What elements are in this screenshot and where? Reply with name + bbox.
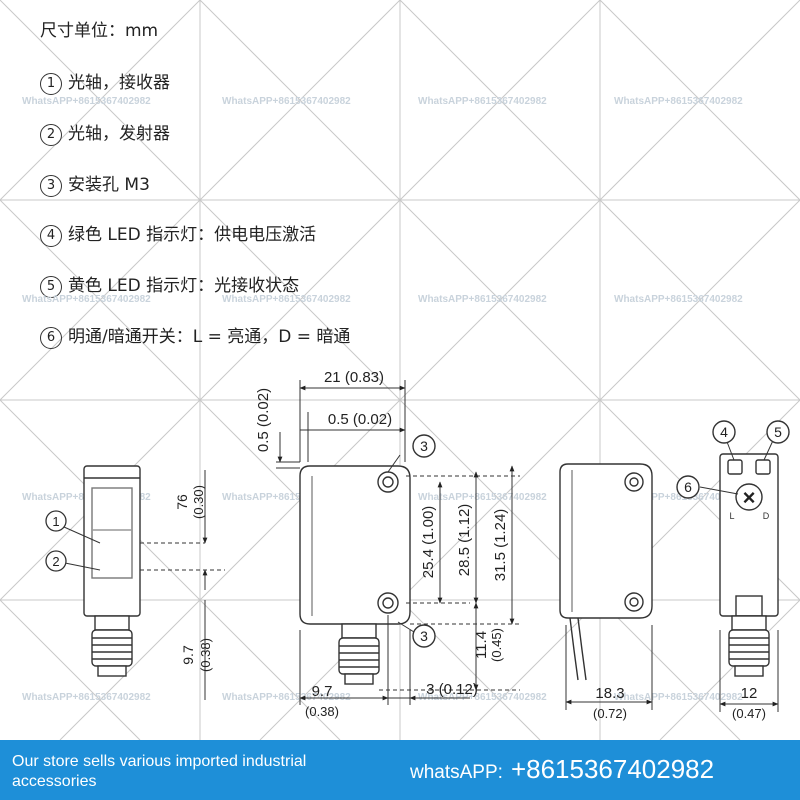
label-6: 6 xyxy=(676,475,700,499)
label-3-bottom: 3 xyxy=(412,624,436,648)
legend-item-5: 5 黄色 LED 指示灯：光接收状态 xyxy=(40,271,299,298)
legend-number: 1 xyxy=(40,73,62,95)
label-4: 4 xyxy=(712,420,736,444)
label-2: 2 xyxy=(45,550,67,572)
side-view-dimensions xyxy=(276,380,520,705)
switch-l-label: L xyxy=(729,511,734,521)
legend-text: 安装孔 M3 xyxy=(68,175,150,195)
legend-text: 黄色 LED 指示灯：光接收状态 xyxy=(68,276,300,296)
legend-item-6: 6 明通/暗通开关：L = 亮通，D = 暗通 xyxy=(40,322,350,349)
svg-text:6: 6 xyxy=(684,479,692,495)
dim-depth-in: (0.72) xyxy=(593,706,627,721)
dim-bottom-mid: 3 (0.12) xyxy=(426,681,478,698)
dim-total-height: 31.5 (1.24) xyxy=(492,509,509,582)
dim-width-end-in: (0.47) xyxy=(732,706,766,721)
watermark: WhatsAPP+8615367402982 xyxy=(418,692,547,703)
dim-bottom-left: 9.7 xyxy=(312,683,333,700)
dim-connector-len-in: (0.45) xyxy=(489,628,504,662)
label-3-top: 3 xyxy=(412,434,436,458)
contact-number: +8615367402982 xyxy=(510,754,715,784)
watermark: WhatsAPP+8615367402982 xyxy=(22,96,151,107)
legend-item-3: 3 安装孔 M3 xyxy=(40,170,150,197)
watermark: WhatsAPP+8615367402982 xyxy=(614,96,743,107)
svg-text:1: 1 xyxy=(52,514,59,529)
dim-lens-top: 76 xyxy=(174,494,190,510)
contact-label: whatsAPP: xyxy=(410,762,503,783)
dim-offset-side: 0.5 (0.02) xyxy=(255,388,272,452)
dim-lens-bottom: 9.7 xyxy=(180,645,196,665)
watermark: WhatsAPP+8615367402982 xyxy=(418,294,547,305)
watermark: WhatsAPP+8615367402982 xyxy=(614,294,743,305)
svg-text:2: 2 xyxy=(52,554,59,569)
legend-text: 光轴，接收器 xyxy=(68,73,170,93)
dim-hole-spacing: 25.4 (1.00) xyxy=(420,506,437,579)
watermark: WhatsAPP+8615367402982 xyxy=(614,692,743,703)
label-5: 5 xyxy=(766,420,790,444)
svg-text:3: 3 xyxy=(420,438,428,454)
watermark: WhatsAPP+8615367402982 xyxy=(418,96,547,107)
watermark: WhatsAPP+8615367402982 xyxy=(222,692,351,703)
label-1: 1 xyxy=(45,510,67,532)
watermark: WhatsAPP+8615367402982 xyxy=(222,294,351,305)
dim-width-top: 21 (0.83) xyxy=(324,369,384,386)
switch-d-label: D xyxy=(763,511,770,521)
svg-text:3: 3 xyxy=(420,628,428,644)
legend-number: 4 xyxy=(40,225,62,247)
legend-text: 绿色 LED 指示灯：供电电压激活 xyxy=(68,225,317,245)
dim-inner-height: 28.5 (1.12) xyxy=(456,504,473,577)
unit-label: 尺寸单位：mm xyxy=(40,21,159,41)
switch-x-icon: × xyxy=(743,485,756,510)
legend-number: 3 xyxy=(40,175,62,197)
sensor-drawing: 1 2 76 (0.30) 9.7 (0.38) xyxy=(45,369,790,721)
dim-depth: 18.3 xyxy=(595,685,624,702)
svg-text:5: 5 xyxy=(774,424,782,440)
legend-number: 5 xyxy=(40,276,62,298)
legend-number: 2 xyxy=(40,124,62,146)
rear-view xyxy=(559,463,653,681)
store-banner: Our store sells various imported industr… xyxy=(0,740,800,800)
rear-view-dimensions xyxy=(565,625,653,710)
watermark: WhatsAPP+8615367402982 xyxy=(22,692,151,703)
contact-info: whatsAPP: +8615367402982 xyxy=(410,754,714,785)
end-view xyxy=(719,453,779,677)
dim-connector-len: 11.4 xyxy=(473,631,490,659)
watermark: WhatsAPP+8615367402982 xyxy=(222,492,351,503)
legend-item-1: 1 光轴，接收器 xyxy=(40,68,170,95)
dim-lens-top-in: (0.30) xyxy=(191,485,206,519)
dim-bottom-left-in: (0.38) xyxy=(305,704,339,719)
legend-item-2: 2 光轴，发射器 xyxy=(40,119,170,146)
store-slogan: Our store sells various imported industr… xyxy=(12,753,307,790)
legend-number: 6 xyxy=(40,327,62,349)
dim-lens-bottom-in: (0.38) xyxy=(198,638,213,672)
watermark: WhatsAPP+8615367402982 xyxy=(22,294,151,305)
dim-width-end: 12 xyxy=(741,685,758,702)
front-view xyxy=(83,465,141,677)
legend-text: 明通/暗通开关：L = 亮通，D = 暗通 xyxy=(68,327,351,347)
dim-offset-top: 0.5 (0.02) xyxy=(328,411,392,428)
svg-text:4: 4 xyxy=(720,424,728,440)
legend-text: 光轴，发射器 xyxy=(68,124,170,144)
side-view xyxy=(299,465,411,685)
watermark: WhatsAPP+8615367402982 xyxy=(614,492,743,503)
legend-item-4: 4 绿色 LED 指示灯：供电电压激活 xyxy=(40,220,316,247)
watermark: WhatsAPP+8615367402982 xyxy=(418,492,547,503)
watermark: WhatsAPP+8615367402982 xyxy=(222,96,351,107)
